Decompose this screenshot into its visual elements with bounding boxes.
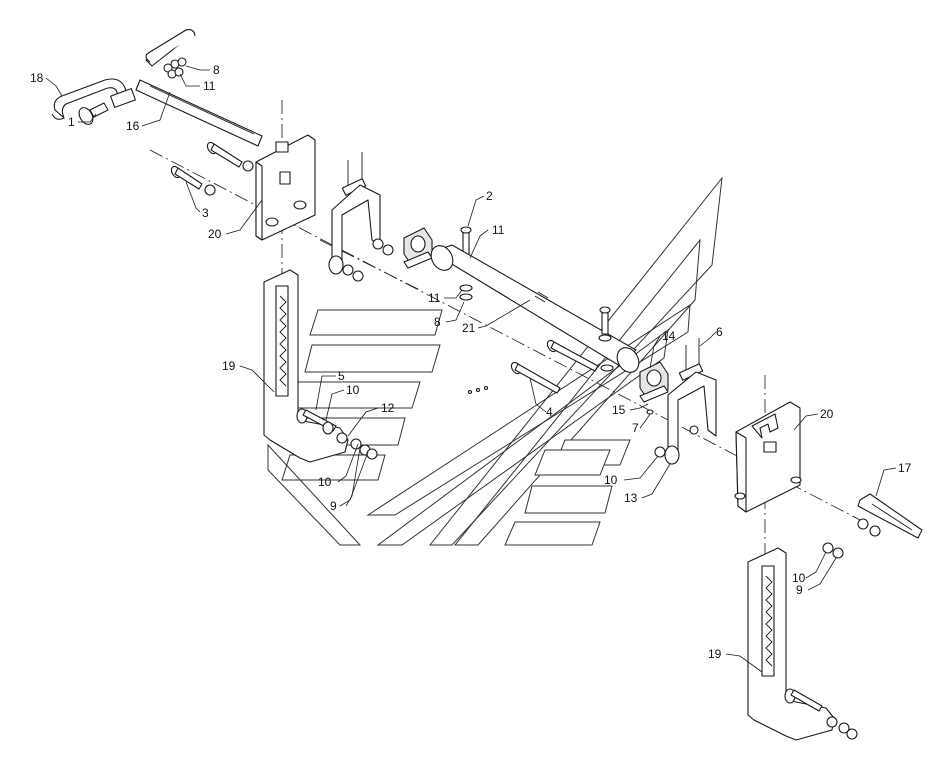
- callout-19: 19: [708, 647, 722, 661]
- callout-8: 8: [213, 63, 220, 77]
- flat-bar-part-17: [857, 493, 923, 539]
- strut-part-19-right: [747, 542, 858, 741]
- clamp-right: [639, 361, 669, 415]
- callout-7: 7: [632, 421, 639, 435]
- callout-11: 11: [428, 291, 441, 305]
- callout-20: 20: [208, 227, 222, 241]
- callout-20: 20: [820, 407, 834, 421]
- callout-1: 1: [68, 115, 75, 129]
- clamp-left: [403, 227, 433, 269]
- u-bracket-right: [654, 338, 717, 465]
- bolt-part-3: [170, 141, 254, 196]
- callout-17: 17: [898, 461, 912, 475]
- callout-2: 2: [486, 189, 493, 203]
- callout-16: 16: [126, 119, 140, 133]
- callout-19: 19: [222, 359, 236, 373]
- callout-12: 12: [381, 401, 395, 415]
- callout-3: 3: [202, 206, 209, 220]
- callout-18: 18: [30, 71, 44, 85]
- callout-4: 4: [546, 405, 553, 419]
- bolt-part-1: [78, 102, 109, 125]
- callout-6: 6: [716, 325, 723, 339]
- flat-bar-part-16: [135, 29, 263, 147]
- callout-21: 21: [462, 321, 476, 335]
- fasteners-top-left: [163, 57, 187, 79]
- callout-5: 5: [338, 369, 345, 383]
- plate-part-20-right: [734, 401, 802, 513]
- plate-part-20-left: [255, 134, 316, 241]
- callout-8: 8: [434, 315, 441, 329]
- leader-lines: [45, 65, 897, 673]
- handle-part-18: [51, 78, 136, 120]
- callout-9: 9: [796, 583, 803, 597]
- tube-part-21: [430, 244, 640, 373]
- callout-10: 10: [346, 383, 360, 397]
- callout-11: 11: [203, 79, 216, 93]
- callout-10: 10: [792, 571, 806, 585]
- callout-labels: 18 8 11 1 16 3 20 2 11 11 8 21 19 5 10 1…: [30, 63, 912, 661]
- callout-10: 10: [604, 473, 618, 487]
- strut-part-19-left: [263, 269, 378, 463]
- bolt-part-2-right: [598, 306, 614, 372]
- bolt-part-4: [467, 339, 599, 395]
- callout-11: 11: [492, 223, 505, 237]
- u-bracket-left: [328, 152, 394, 282]
- callout-10: 10: [318, 475, 332, 489]
- callout-13: 13: [624, 491, 638, 505]
- callout-9: 9: [330, 499, 337, 513]
- callout-14: 14: [662, 329, 676, 343]
- callout-15: 15: [612, 403, 626, 417]
